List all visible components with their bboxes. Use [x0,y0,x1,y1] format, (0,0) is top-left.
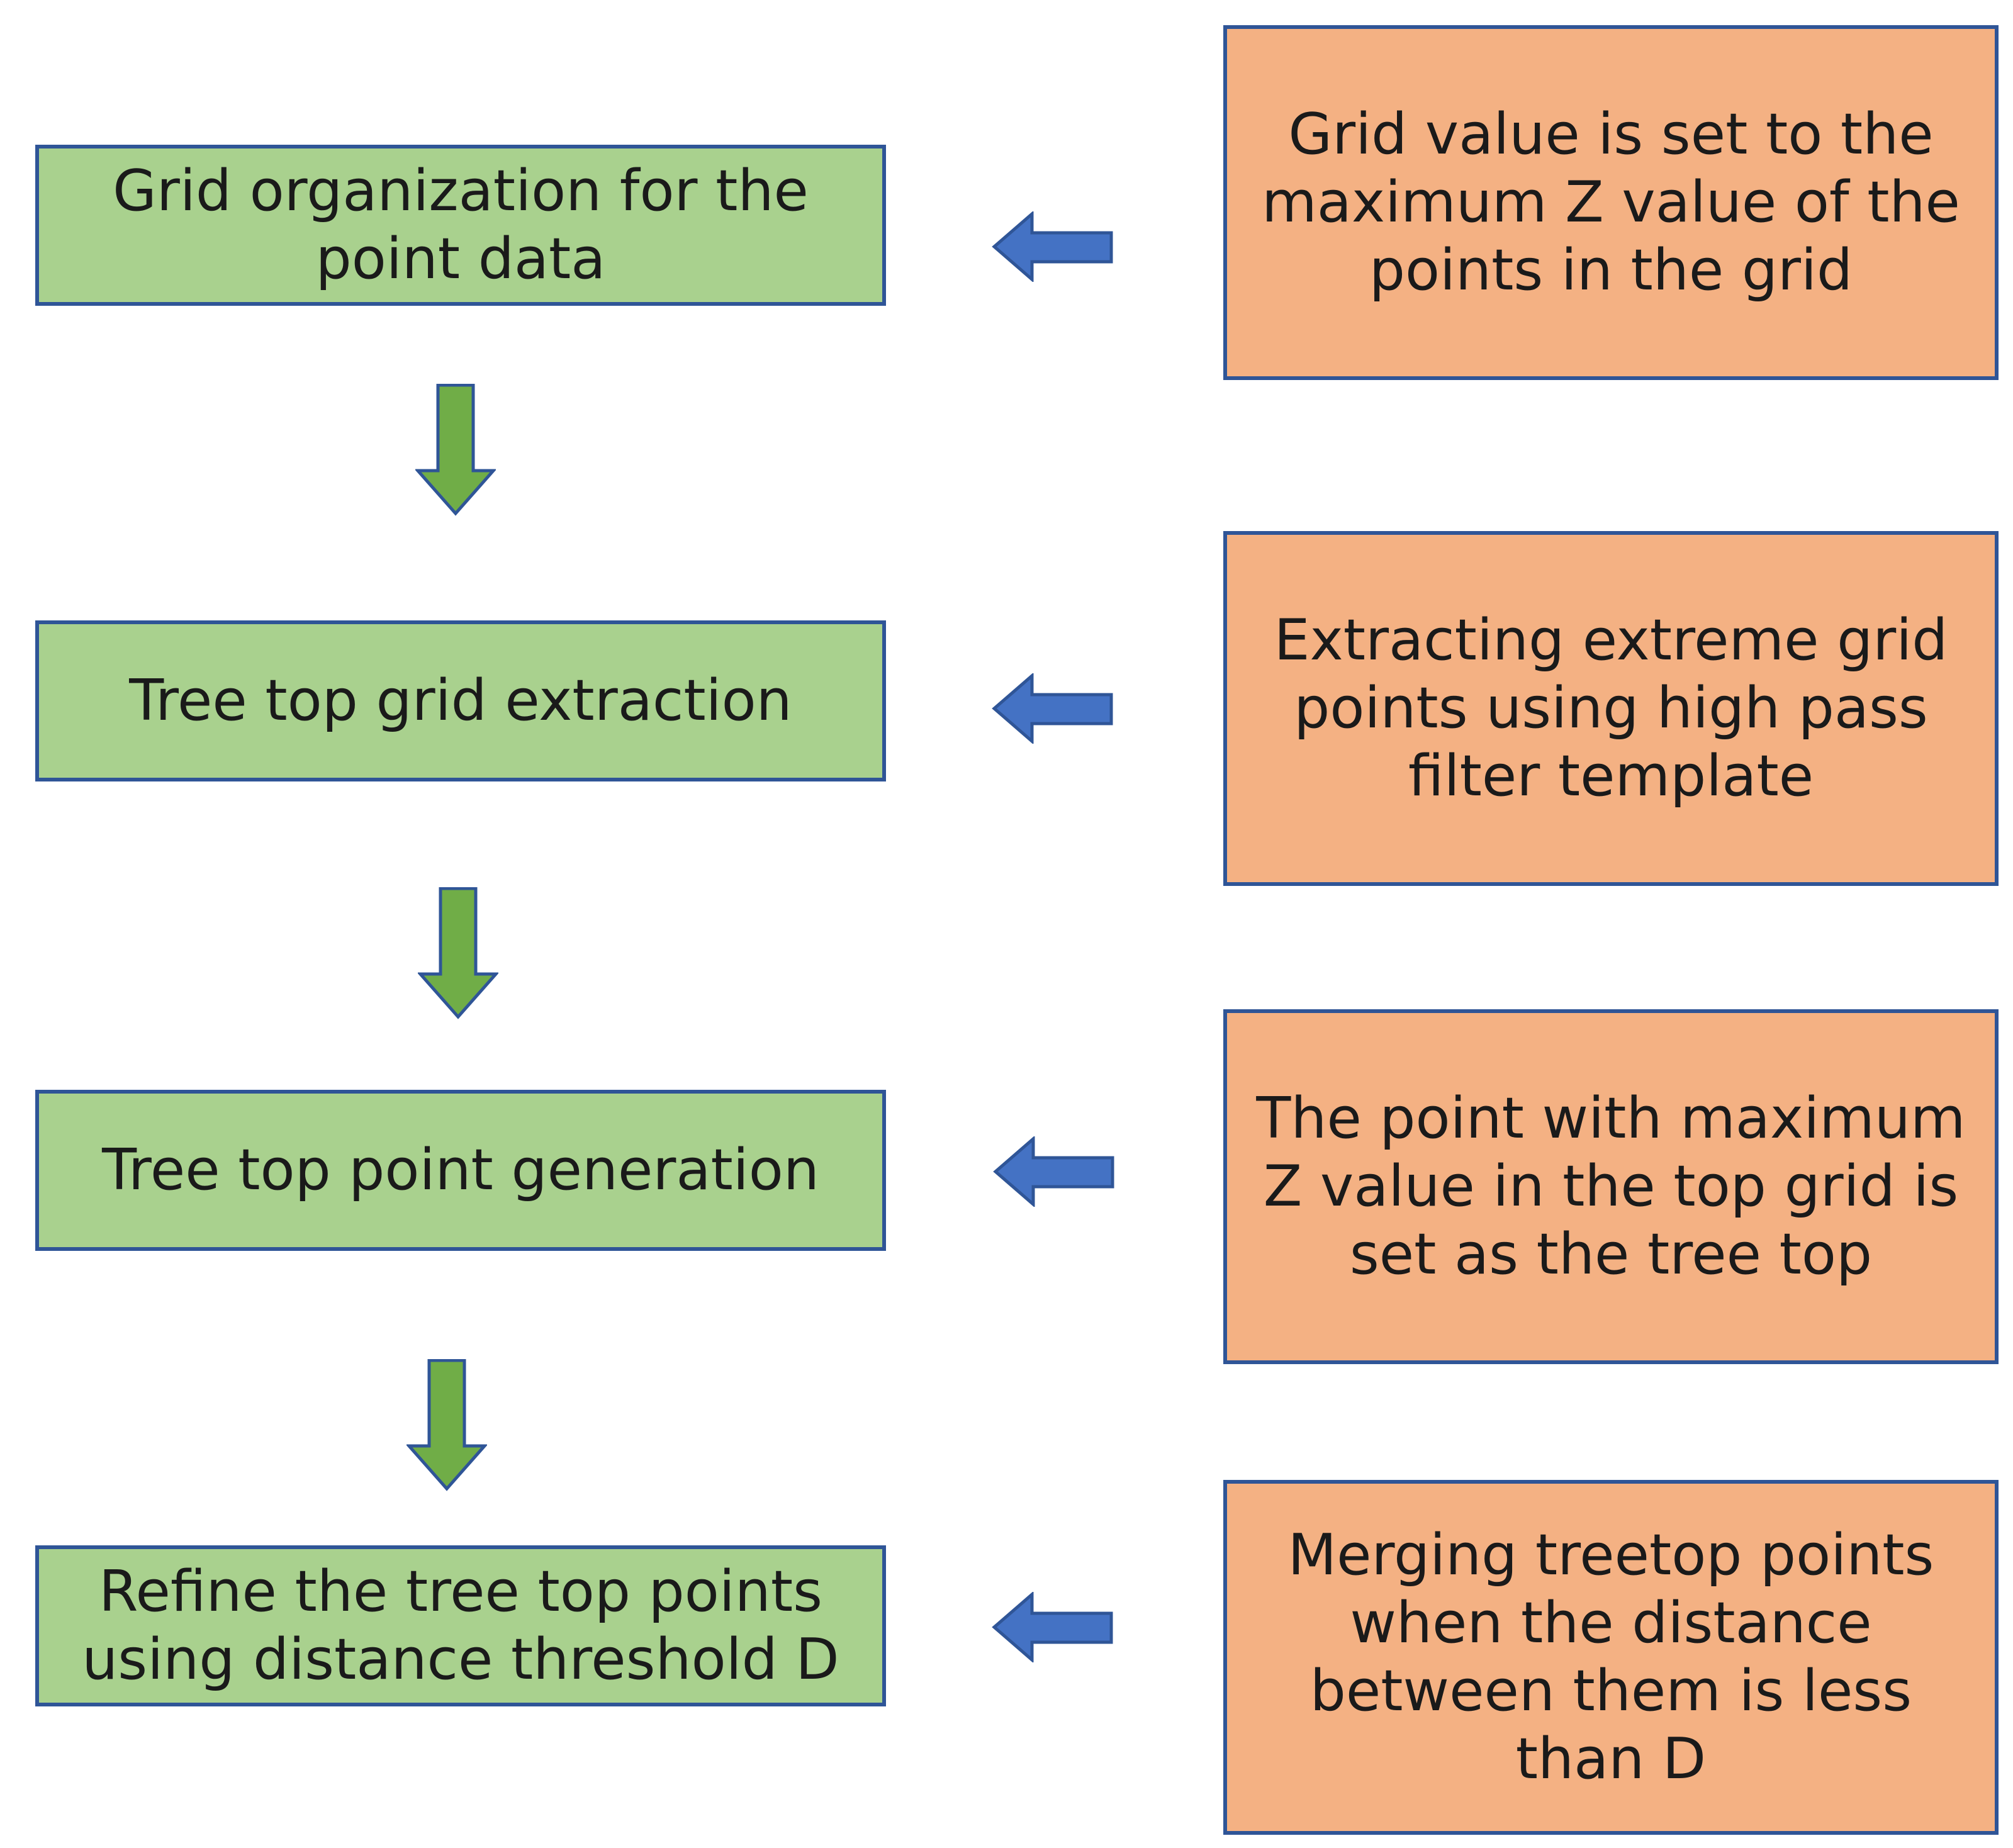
step-label: Tree top point generation [102,1137,819,1203]
down-arrow-icon [407,1359,487,1491]
left-arrow-icon [992,1592,1114,1662]
left-arrow-icon [993,1136,1115,1207]
step-label: Tree top grid extraction [129,668,792,734]
step-label: Refine the tree top points using distanc… [82,1559,839,1693]
down-arrow-icon [415,384,496,516]
note-label: Merging treetop points when the distance… [1287,1522,1934,1792]
note-box-extracting-extreme-grid: Extracting extreme grid points using hig… [1223,531,1999,886]
down-arrow-icon [418,887,498,1019]
step-label: Grid organization for the point data [113,158,809,292]
note-label: The point with maximum Z value in the to… [1256,1085,1966,1287]
step-box-tree-top-grid-extraction: Tree top grid extraction [35,620,886,781]
note-label: Extracting extreme grid points using hig… [1274,607,1948,809]
step-box-refine-tree-top-points: Refine the tree top points using distanc… [35,1545,886,1706]
note-box-grid-value: Grid value is set to the maximum Z value… [1223,25,1999,380]
step-box-tree-top-point-generation: Tree top point generation [35,1090,886,1251]
step-box-grid-organization: Grid organization for the point data [35,145,886,306]
note-label: Grid value is set to the maximum Z value… [1262,101,1960,303]
note-box-maximum-z-point: The point with maximum Z value in the to… [1223,1009,1999,1364]
left-arrow-icon [992,211,1114,282]
note-box-merging-treetop-points: Merging treetop points when the distance… [1223,1480,1999,1835]
left-arrow-icon [992,673,1114,744]
